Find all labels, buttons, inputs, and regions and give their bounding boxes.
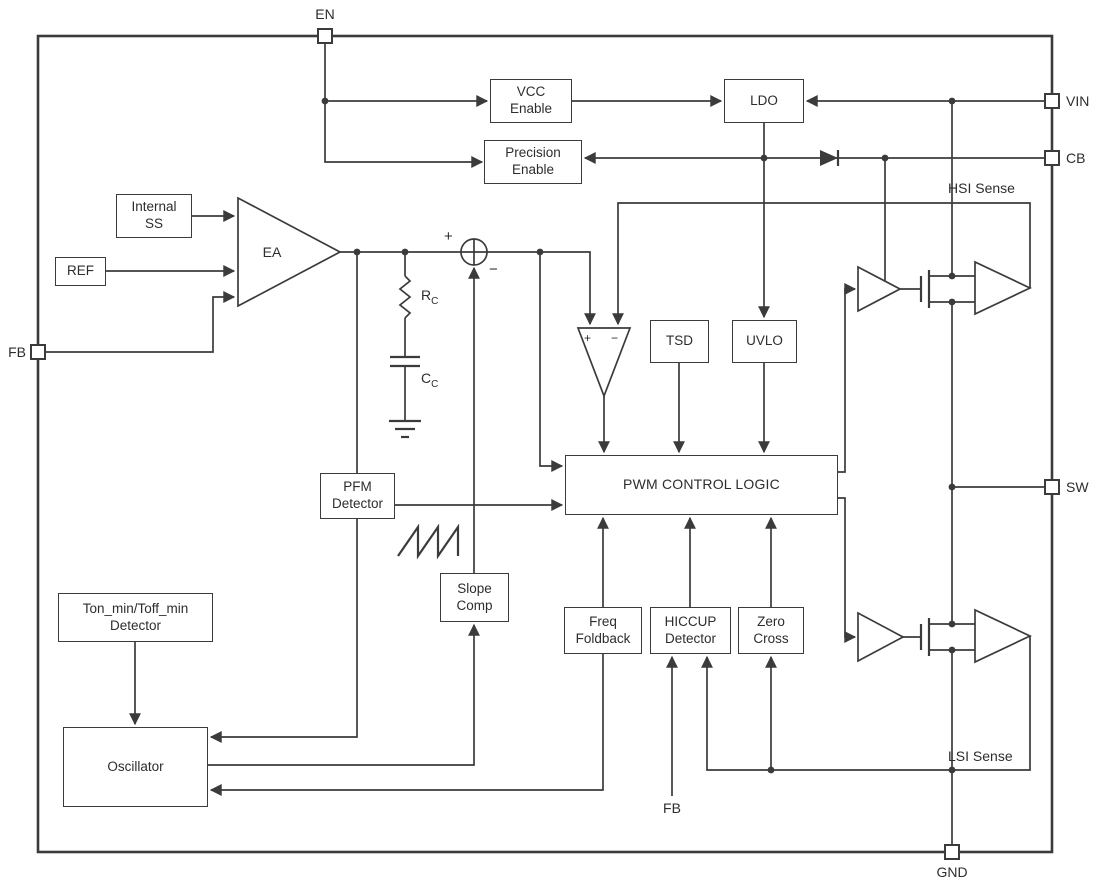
wire-sum-to-comparator bbox=[487, 251, 596, 326]
sum-minus-label: − bbox=[489, 261, 498, 278]
ea-label: EA bbox=[262, 244, 282, 260]
hs-sense-amp-triangle bbox=[974, 260, 1032, 316]
pin-label-en: EN bbox=[315, 6, 335, 22]
chip-outline bbox=[36, 34, 1054, 854]
comparator-minus-label: − bbox=[611, 331, 619, 345]
hs-driver-triangle bbox=[857, 265, 902, 313]
pin-sw bbox=[1044, 479, 1060, 495]
block-zero-cross: Zero Cross bbox=[738, 607, 804, 654]
ls-sense-amp-triangle bbox=[974, 608, 1032, 664]
block-ldo: LDO bbox=[724, 79, 804, 123]
block-ref: REF bbox=[55, 257, 106, 286]
pin-fb bbox=[30, 344, 46, 360]
junction-dot bbox=[353, 248, 361, 256]
wire-pwm-to-ls-driver bbox=[838, 497, 857, 643]
ea-amplifier-triangle bbox=[237, 196, 342, 308]
fb-bottom-label: FB bbox=[663, 800, 681, 816]
chip-boundary bbox=[36, 34, 1054, 854]
pwm-comparator-triangle bbox=[576, 327, 632, 399]
wire-fb-to-ea bbox=[45, 291, 236, 353]
block-ton-toff-detector: Ton_min/Toff_min Detector bbox=[58, 593, 213, 642]
pin-gnd bbox=[944, 844, 960, 860]
wire-lsi-sense bbox=[701, 636, 1031, 771]
wire-freq-foldback-to-oscillator bbox=[209, 654, 604, 796]
junction-dot bbox=[536, 248, 544, 256]
wire-pfm-to-oscillator bbox=[209, 519, 358, 743]
block-vcc-enable: VCC Enable bbox=[490, 79, 572, 123]
wire-en-to-precision-enable bbox=[324, 43, 484, 168]
resistor-rc bbox=[398, 275, 412, 319]
lsi-sense-label: LSI Sense bbox=[948, 748, 1013, 764]
rc-label: RC bbox=[421, 287, 439, 307]
wire-oscillator-to-slope-comp bbox=[208, 623, 480, 766]
cc-label: CC bbox=[421, 370, 439, 390]
wire-hsi-sense bbox=[612, 202, 1031, 326]
block-hiccup-detector: HICCUP Detector bbox=[650, 607, 731, 654]
wire-pwm-to-hs-driver bbox=[838, 283, 857, 473]
junction-dot bbox=[881, 154, 889, 162]
pin-vin bbox=[1044, 93, 1060, 109]
junction-dot bbox=[948, 272, 956, 280]
junction-dot bbox=[760, 154, 768, 162]
ls-driver-triangle bbox=[857, 611, 905, 663]
sum-plus-label: + bbox=[444, 228, 453, 245]
junction-dot bbox=[948, 646, 956, 654]
block-tsd: TSD bbox=[650, 320, 709, 363]
pin-label-gnd: GND bbox=[936, 864, 968, 880]
block-freq-foldback: Freq Foldback bbox=[564, 607, 642, 654]
sawtooth-waveform bbox=[397, 523, 460, 560]
block-pwm-control-logic: PWM CONTROL LOGIC bbox=[565, 455, 838, 515]
pin-label-cb: CB bbox=[1066, 150, 1086, 166]
junction-dot bbox=[948, 97, 956, 105]
bootstrap-diode bbox=[820, 150, 838, 166]
pin-label-fb: FB bbox=[8, 344, 26, 360]
junction-dot bbox=[948, 766, 956, 774]
block-precision-enable: Precision Enable bbox=[484, 140, 582, 184]
comparator-plus-label: + bbox=[584, 331, 592, 345]
junction-dots bbox=[321, 97, 956, 774]
wire-sum-branch-to-pwm bbox=[539, 252, 564, 472]
junction-dot bbox=[948, 298, 956, 306]
junction-dot bbox=[767, 766, 775, 774]
component-layer bbox=[30, 28, 1060, 860]
block-pfm-detector: PFM Detector bbox=[320, 473, 395, 519]
junction-dot bbox=[401, 248, 409, 256]
pin-cb bbox=[1044, 150, 1060, 166]
junction-dot bbox=[948, 483, 956, 491]
junction-dot bbox=[948, 620, 956, 628]
block-internal-ss: Internal SS bbox=[116, 194, 192, 238]
wire-layer bbox=[45, 43, 1045, 845]
block-slope-comp: Slope Comp bbox=[440, 573, 509, 622]
junction-dot bbox=[321, 97, 329, 105]
hsi-sense-label: HSI Sense bbox=[948, 180, 1015, 196]
pin-label-vin: VIN bbox=[1066, 93, 1090, 109]
block-uvlo: UVLO bbox=[732, 320, 797, 363]
pin-en bbox=[317, 28, 333, 44]
block-oscillator: Oscillator bbox=[63, 727, 208, 807]
pin-label-sw: SW bbox=[1066, 479, 1089, 495]
